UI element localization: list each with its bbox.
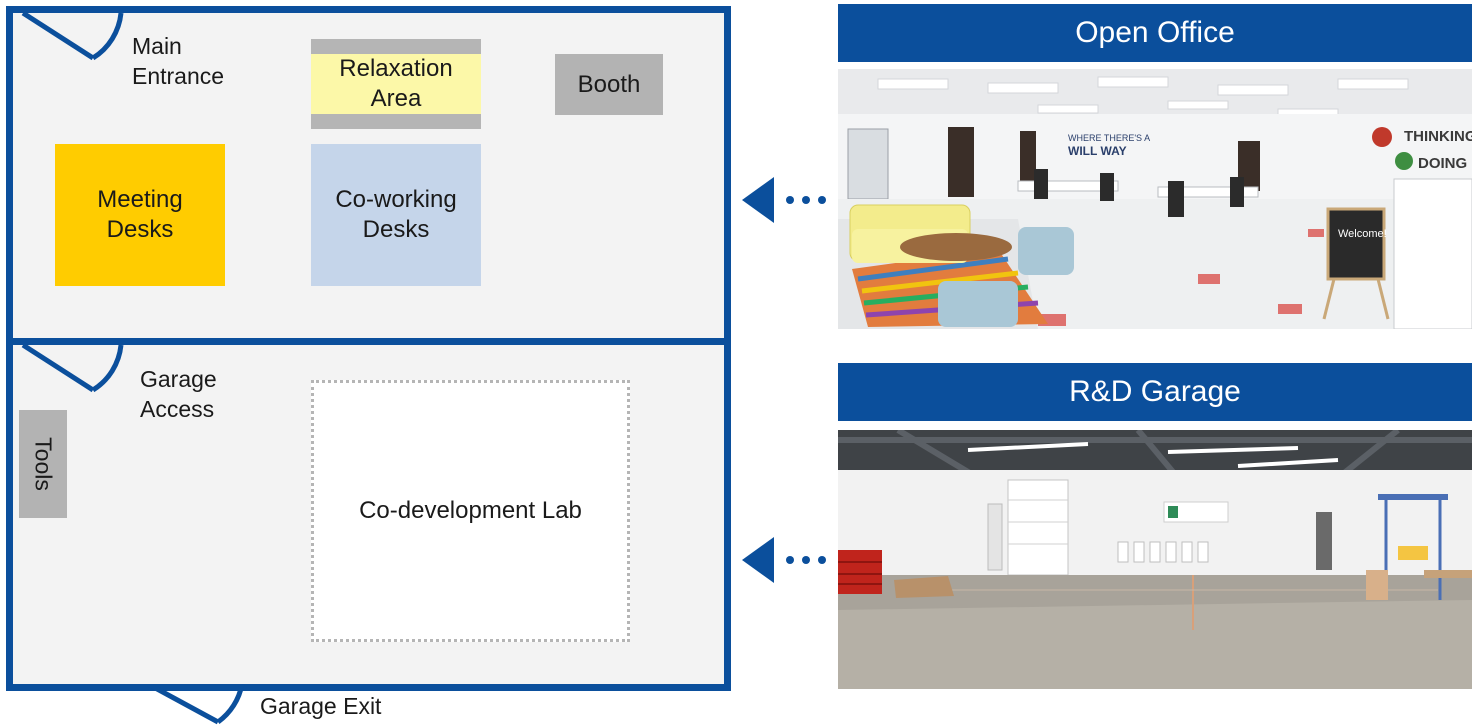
svg-text:WHERE THERE'S A: WHERE THERE'S A: [1068, 133, 1150, 143]
coworking-desks: Co-working Desks: [311, 144, 481, 286]
rd-garage-arrow-icon: [742, 537, 826, 583]
open-office-title: Open Office: [838, 4, 1472, 62]
svg-text:WILL WAY: WILL WAY: [1068, 144, 1127, 158]
relaxation-area-bottom-strip: [311, 114, 481, 129]
tools-label: Tools: [30, 437, 57, 491]
svg-text:THINKING: THINKING: [1404, 128, 1472, 145]
relaxation-area: Relaxation Area: [311, 54, 481, 114]
garage-access-label: Garage Access: [140, 366, 217, 422]
main-entrance-door-icon: [21, 13, 124, 61]
relaxation-area-top-strip: [311, 39, 481, 54]
rd-garage-title: R&D Garage: [838, 363, 1472, 421]
garage-exit-door-icon: [146, 684, 245, 725]
main-entrance-label: Main Entrance: [132, 33, 225, 89]
booth: Booth: [555, 54, 663, 115]
rd-garage-photo: [838, 430, 1472, 689]
meeting-desks: Meeting Desks: [55, 144, 225, 286]
svg-text:Welcome!: Welcome!: [1338, 228, 1387, 240]
svg-text:DOING: DOING: [1418, 155, 1467, 172]
garage-access-door-icon: [21, 345, 124, 393]
room-divider-wall: [13, 338, 724, 345]
tools-area: [19, 410, 67, 518]
open-office-arrow-icon: [742, 177, 826, 223]
open-office-photo: WHERE THERE'S A WILL WAY THINKING DOING: [838, 69, 1472, 329]
codevelopment-lab: Co-development Lab: [311, 380, 630, 642]
garage-exit-label: Garage Exit: [260, 693, 382, 719]
